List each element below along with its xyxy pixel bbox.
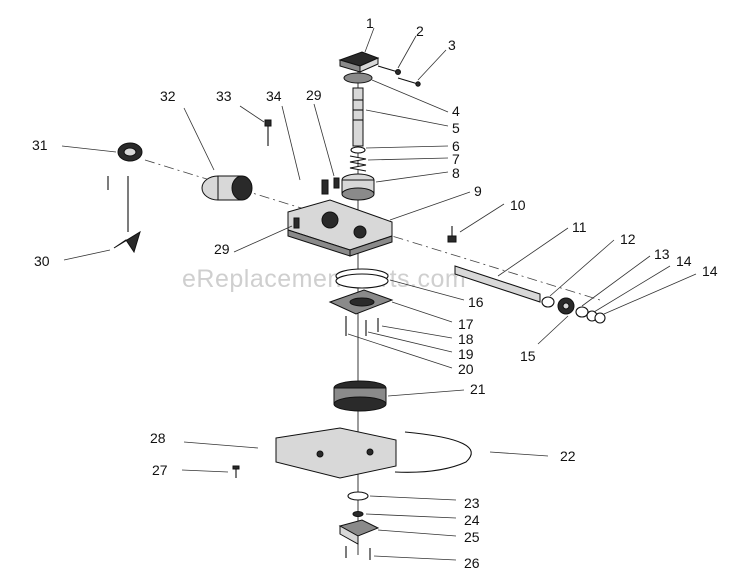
part-9-housing [287, 179, 393, 257]
callout-31: 31 [32, 137, 48, 153]
callout-24: 24 [464, 512, 480, 528]
callout-21: 21 [470, 381, 486, 397]
part-24-washer [352, 511, 364, 517]
callout-27: 27 [152, 462, 168, 478]
part-10-bolt [447, 226, 457, 243]
part-8-gear [341, 173, 375, 201]
part-5-shaft [352, 87, 364, 147]
part-17-plate [328, 289, 394, 315]
part-25-bracket [338, 519, 380, 545]
part-33-pin [264, 119, 272, 146]
callout-18: 18 [458, 331, 474, 347]
callout-26: 26 [464, 555, 480, 571]
part-16-seal [335, 268, 389, 289]
part-2-pin [377, 65, 401, 75]
callout-29-lower: 29 [214, 241, 230, 257]
callout-16: 16 [468, 294, 484, 310]
callout-11: 11 [572, 219, 587, 235]
part-22-gasket [394, 431, 472, 473]
callout-3: 3 [448, 37, 456, 53]
part-14-washer-b [594, 312, 606, 324]
part-28-base-plate [275, 427, 397, 479]
part-7-spring [349, 155, 367, 172]
callout-34: 34 [266, 88, 282, 104]
callout-10: 10 [510, 197, 526, 213]
callout-14-upper: 14 [676, 253, 692, 269]
part-21-bearing [333, 380, 387, 412]
callout-28: 28 [150, 430, 166, 446]
part-30-blade [113, 230, 141, 254]
callout-15: 15 [520, 348, 536, 364]
callout-2: 2 [416, 23, 424, 39]
callout-1: 1 [366, 15, 374, 31]
callout-19: 19 [458, 346, 474, 362]
part-29-pin-upper [333, 177, 340, 189]
leader-lines [61, 27, 697, 561]
callout-33: 33 [216, 88, 232, 104]
callout-7: 7 [452, 151, 460, 167]
callout-4: 4 [452, 103, 460, 119]
callout-labels: 1 2 3 4 5 6 7 8 9 10 11 12 13 14 14 15 1… [32, 15, 718, 571]
callout-20: 20 [458, 361, 474, 377]
part-13-washer [575, 306, 589, 318]
callout-30: 30 [34, 253, 50, 269]
callout-13: 13 [654, 246, 670, 262]
part-23-ring [347, 491, 369, 501]
part-15-gear [557, 297, 575, 315]
part-29-pin-lower [293, 217, 300, 229]
part-4-washer [343, 72, 373, 84]
callout-6: 6 [452, 138, 460, 154]
part-27-screw [232, 465, 240, 478]
part-3-screw [397, 77, 421, 87]
callout-8: 8 [452, 165, 460, 181]
callout-14-lower: 14 [702, 263, 718, 279]
watermark-text: eReplacementParts.com [182, 265, 466, 293]
callout-25: 25 [464, 529, 480, 545]
callout-12: 12 [620, 231, 636, 247]
callout-9: 9 [474, 183, 482, 199]
callout-23: 23 [464, 495, 480, 511]
callout-29-upper: 29 [306, 87, 322, 103]
part-12-ring [541, 296, 555, 308]
callout-17: 17 [458, 316, 474, 332]
part-32-pulley [201, 175, 253, 201]
callout-32: 32 [160, 88, 176, 104]
part-31-bearing [117, 142, 143, 162]
part-11-shaft [454, 265, 541, 303]
callout-5: 5 [452, 120, 460, 136]
part-6-ring [350, 146, 366, 154]
callout-22: 22 [560, 448, 576, 464]
part-1-cap [338, 51, 380, 73]
